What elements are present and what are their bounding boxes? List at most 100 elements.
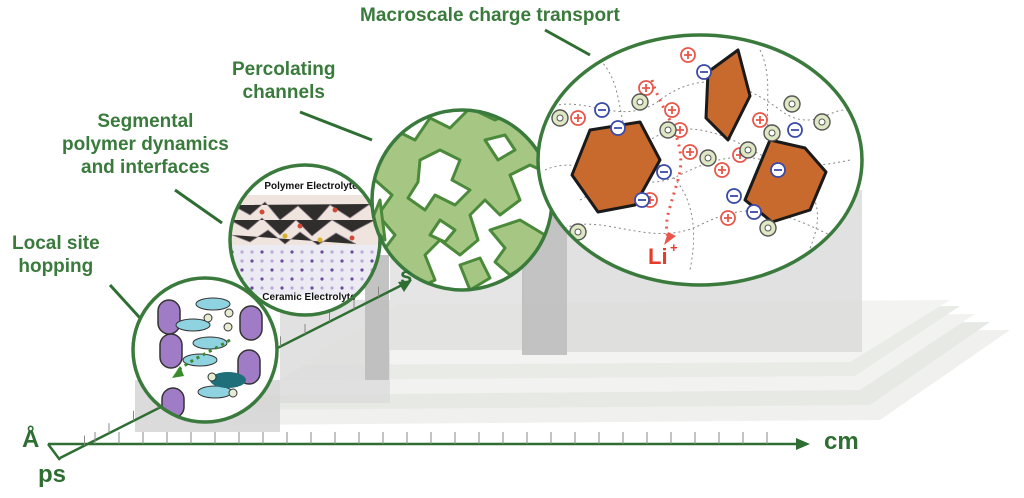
lattice-atom: [260, 250, 264, 254]
inset-local-hopping: [131, 276, 279, 424]
lattice-atom: [260, 259, 264, 263]
plus-sign: [642, 84, 650, 92]
inset-macroscale: Li +: [536, 33, 864, 287]
lattice-atom: [270, 268, 274, 272]
ceramic-electrolyte-label: Ceramic Electrolyte: [262, 292, 356, 303]
lattice-atom: [280, 268, 284, 272]
molecule-core: [556, 114, 564, 122]
percolating-line1: Percolating: [232, 59, 336, 80]
lattice-atom: [290, 268, 294, 272]
segmental-line2: polymer dynamics: [62, 134, 229, 155]
lattice-atom: [270, 277, 274, 281]
local-hopping-label: Local site hopping: [12, 232, 100, 278]
percolating-label: Percolating channels: [232, 58, 335, 104]
lattice-atom: [270, 259, 274, 263]
lattice-atom: [240, 250, 244, 254]
lattice-atom: [320, 259, 324, 263]
axis-cm: cm: [824, 428, 859, 455]
lattice-atom: [260, 286, 264, 290]
lattice-atom: [330, 250, 334, 254]
lattice-atom: [350, 277, 354, 281]
lattice-atom: [270, 250, 274, 254]
lattice-atom: [370, 250, 374, 254]
lattice-atom: [310, 286, 314, 290]
molecule-core: [704, 154, 712, 162]
lattice-atom: [300, 259, 304, 263]
lattice-atom: [340, 286, 344, 290]
axis-ps: ps: [38, 461, 67, 488]
lattice-atom: [290, 277, 294, 281]
segmental-line3: and interfaces: [81, 157, 210, 178]
plus-sign: [686, 148, 694, 156]
lattice-atom: [290, 250, 294, 254]
plus-sign: [676, 126, 684, 134]
lattice-atom: [230, 277, 234, 281]
lattice-atom: [320, 286, 324, 290]
lattice-atom: [290, 286, 294, 290]
lattice-atom: [310, 268, 314, 272]
lattice-atom: [310, 259, 314, 263]
lattice-atom: [300, 277, 304, 281]
lattice-atom: [320, 277, 324, 281]
lattice-atom: [360, 250, 364, 254]
local-line1: Local site: [12, 233, 100, 254]
lattice-atom: [250, 277, 254, 281]
molecule-core: [664, 126, 672, 134]
molecule-core: [574, 228, 582, 236]
lattice-atom: [340, 277, 344, 281]
lattice-atom: [300, 250, 304, 254]
lattice-atom: [240, 259, 244, 263]
lattice-atom: [350, 286, 354, 290]
lattice-atom: [360, 259, 364, 263]
axis-angstrom: Å: [22, 426, 40, 453]
lattice-atom: [350, 250, 354, 254]
macroscale-text: Macroscale charge transport: [360, 5, 620, 26]
lattice-atom: [330, 259, 334, 263]
li-ion-label: Li: [648, 244, 668, 269]
lattice-atom: [350, 259, 354, 263]
molecule-core: [636, 98, 644, 106]
lattice-atom: [270, 286, 274, 290]
macroscale-label: Macroscale charge transport: [360, 4, 620, 27]
lattice-atom: [320, 268, 324, 272]
lattice-atom: [340, 268, 344, 272]
lattice-atom: [250, 250, 254, 254]
plus-sign: [724, 214, 732, 222]
inset-percolating: [370, 108, 554, 292]
lattice-atom: [350, 268, 354, 272]
molecule-core: [818, 118, 826, 126]
lattice-atom: [280, 286, 284, 290]
lattice-atom: [280, 259, 284, 263]
molecule-core: [788, 100, 796, 108]
molecule-core: [744, 146, 752, 154]
plus-sign: [684, 51, 692, 59]
lattice-atom: [280, 250, 284, 254]
plus-sign: [756, 116, 764, 124]
lattice-atom: [300, 268, 304, 272]
lattice-atom: [360, 268, 364, 272]
molecule-core: [768, 129, 776, 137]
lattice-atom: [230, 268, 234, 272]
molecule-core: [764, 224, 772, 232]
segmental-label: Segmental polymer dynamics and interface…: [62, 110, 229, 179]
lattice-atom: [300, 286, 304, 290]
lattice-atom: [340, 250, 344, 254]
lattice-atom: [250, 286, 254, 290]
polymer-electrolyte-label: Polymer Electrolyte: [264, 181, 358, 192]
axis-s: s: [400, 263, 413, 288]
plus-sign: [718, 166, 726, 174]
percolating-line2: channels: [242, 82, 325, 103]
plus-sign: [574, 114, 582, 122]
lattice-atom: [240, 268, 244, 272]
inset-segmental: Polymer Electrolyte Ceramic Electrolyte: [228, 163, 382, 317]
local-line2: hopping: [18, 256, 94, 277]
lattice-atom: [250, 259, 254, 263]
lattice-atom: [330, 286, 334, 290]
lattice-atom: [330, 277, 334, 281]
lattice-atom: [330, 268, 334, 272]
lattice-atom: [280, 277, 284, 281]
lattice-atom: [310, 277, 314, 281]
lattice-atom: [290, 259, 294, 263]
